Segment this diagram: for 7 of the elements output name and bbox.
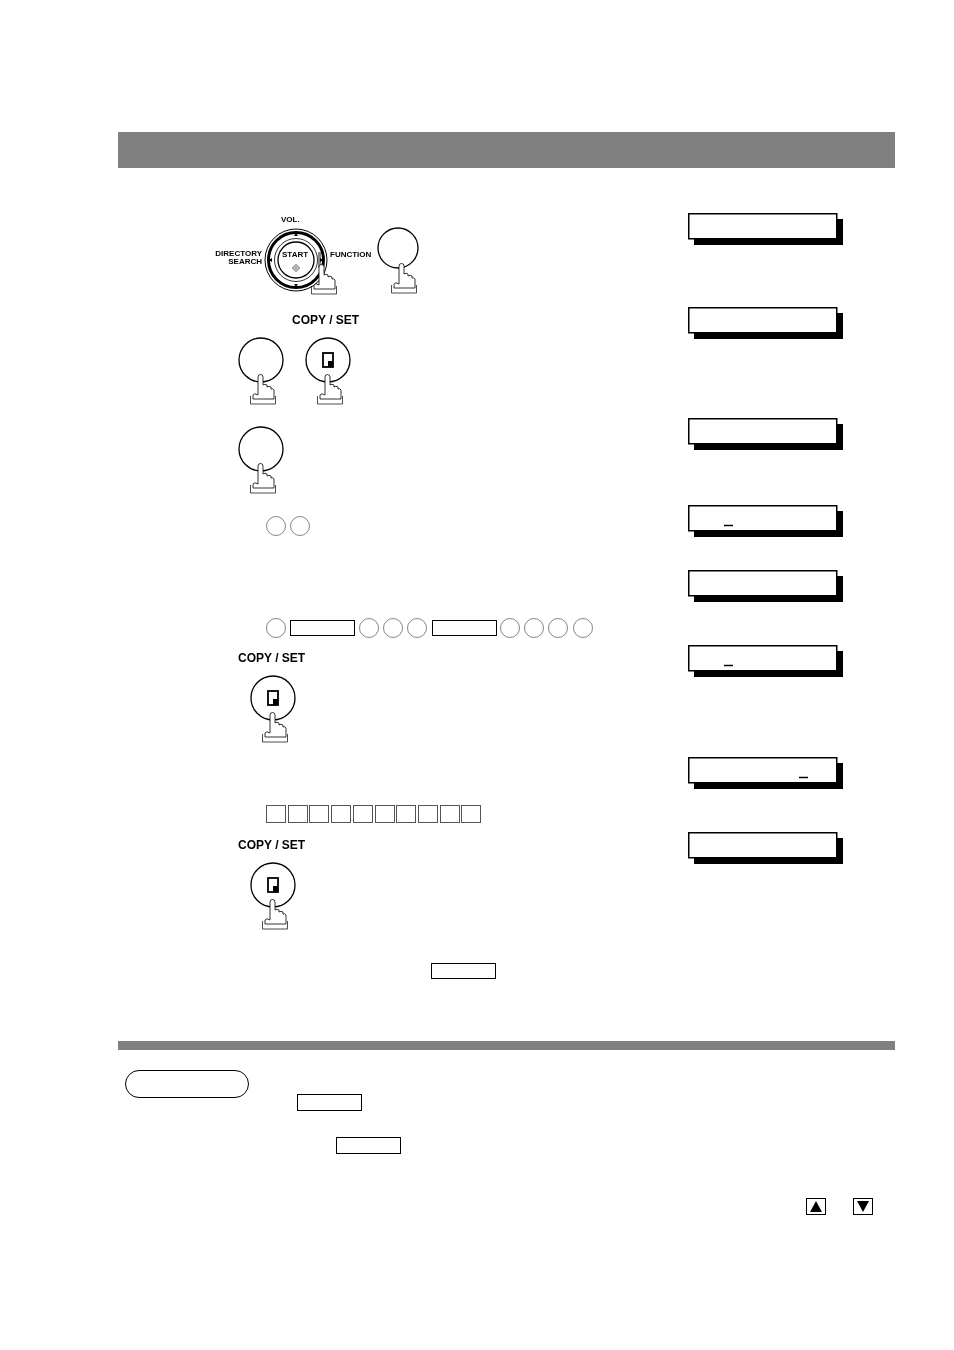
key-label: COPY / SET — [238, 839, 306, 851]
key-label: COPY / SET — [292, 314, 360, 326]
dial-label: DIRECTORY SEARCH — [214, 250, 262, 266]
dial-label: VOL. — [281, 216, 300, 224]
dial-label: FUNCTION — [330, 251, 372, 259]
key-label: COPY / SET — [238, 652, 306, 664]
key-label: START — [282, 251, 309, 259]
